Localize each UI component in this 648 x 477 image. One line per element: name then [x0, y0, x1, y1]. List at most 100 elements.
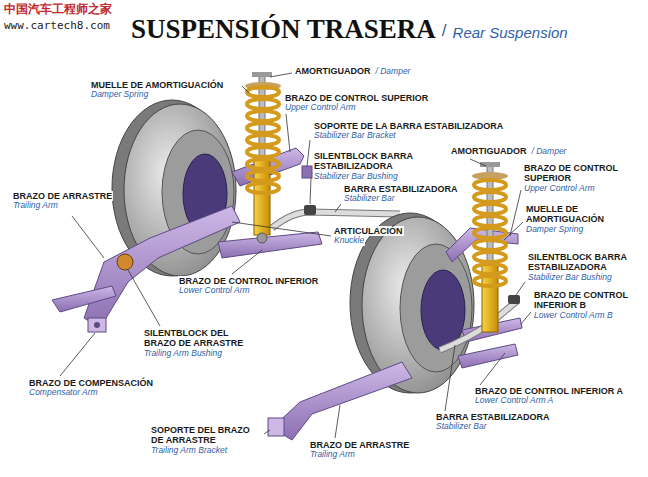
leader-line — [72, 216, 104, 258]
part-name-english: Trailing Arm — [12, 201, 59, 211]
part-name: SILENTBLOCK DEL BRAZO DE ARRASTRE — [143, 328, 257, 349]
spring-coil — [247, 159, 279, 169]
part-name-english: Compensator Arm — [28, 388, 99, 398]
leader-line — [232, 222, 331, 236]
title: SUSPENSIÓN TRASERA — [130, 14, 437, 45]
part-name-english: Damper Spring — [90, 90, 149, 100]
part-name: BRAZO DE CONTROL INFERIOR A — [474, 386, 624, 396]
leader-line — [286, 114, 290, 152]
part-name: MUELLE DE AMORTIGUACIÓN — [90, 80, 224, 90]
leader-line — [128, 270, 160, 326]
damper-spring — [247, 87, 279, 193]
leader-line — [60, 333, 95, 376]
part-name-english: Stabilizer Bar Bushing — [527, 273, 613, 283]
part-name: SOPORTE DE LA BARRA ESTABILIZADORA — [313, 121, 504, 131]
spring-coil — [474, 276, 506, 286]
stabilizer-bushing — [304, 205, 316, 215]
part-name: AMORTIGUADOR — [294, 66, 372, 76]
upper-control-arm — [446, 228, 518, 262]
leader-line — [504, 222, 523, 240]
leader-line — [516, 282, 525, 295]
damper-lower-mount — [257, 233, 267, 243]
part-name-english: Upper Control Arm — [523, 184, 596, 194]
part-name-english: Lower Control Arm A — [474, 396, 554, 406]
part-name: SOPORTE DEL BRAZO DE ARRASTRE — [150, 425, 264, 446]
part-name: BRAZO DE CONTROL SUPERIOR — [523, 163, 633, 184]
part-name: BRAZO DE CONTROL INFERIOR B — [533, 290, 643, 311]
lower-control-arm-a — [458, 344, 518, 368]
part-name: SILENTBLOCK BARRA ESTABILIZADORA — [527, 252, 641, 273]
leader-line — [270, 73, 292, 77]
spring-coil — [474, 180, 506, 190]
compensator-arm — [52, 286, 116, 312]
bolt — [94, 322, 100, 328]
lower-control-arm — [218, 232, 322, 258]
part-name-english: Stabilizer Bar Bushing — [313, 172, 399, 182]
part-name-english: Stabilizer Bar — [435, 422, 488, 432]
stabilizer-bar-outline — [440, 300, 518, 350]
part-name: BRAZO DE ARRASTRE — [309, 440, 410, 450]
part-name: BARRA ESTABILIZADORA — [343, 184, 459, 194]
part-name-english: Stabilizer Bar — [343, 194, 396, 204]
part-name-english: Upper Control Arm — [284, 103, 357, 113]
trailing-arm-bushing — [117, 254, 133, 270]
part-name-english: / Damper — [375, 67, 412, 77]
part-name-english: Damper Spring — [525, 225, 584, 235]
damper-mount — [252, 72, 272, 77]
upper-control-arm — [232, 148, 304, 186]
damper-spring — [474, 180, 506, 286]
compensator-bracket — [88, 318, 106, 332]
spring-coil — [474, 264, 506, 274]
spring-coil — [247, 147, 279, 157]
part-name-english: Knuckle — [333, 236, 365, 246]
title-separator: / — [441, 21, 448, 41]
part-name: BRAZO DE ARRASTRE — [12, 191, 113, 201]
leader-line — [470, 159, 486, 166]
spring-coil — [247, 99, 279, 109]
part-name-english: / Damper — [531, 147, 568, 157]
spring-coil — [474, 240, 506, 250]
part-name: BRAZO DE CONTROL SUPERIOR — [284, 93, 429, 103]
spring-coil — [247, 87, 279, 97]
leader-line — [445, 345, 455, 411]
part-name-english: Trailing Arm Bracket — [150, 446, 228, 456]
watermark: www.cartech8.com — [3, 20, 111, 33]
part-name: BARRA ESTABILIZADORA — [435, 412, 551, 422]
leader-line — [310, 178, 311, 204]
spring-coil — [474, 216, 506, 226]
trailing-arm — [84, 206, 240, 328]
leader-line — [335, 405, 340, 438]
part-name-english: Trailing Arm Bushing — [143, 349, 223, 359]
leader-line — [521, 312, 531, 324]
spring-coil — [474, 192, 506, 202]
watermark: 中国汽车工程师之家 — [3, 3, 113, 17]
stabilizer-bushing — [508, 295, 520, 304]
part-name-english: Lower Control Arm B — [533, 311, 614, 321]
spring-coil — [474, 228, 506, 238]
subtitle: Rear Suspension — [452, 24, 569, 41]
spring-coil — [474, 204, 506, 214]
trailing-arm — [272, 362, 412, 440]
leader-line — [264, 430, 270, 434]
part-name: BRAZO DE CONTROL INFERIOR — [178, 276, 319, 286]
spring-coil — [247, 123, 279, 133]
hub — [421, 270, 465, 350]
stabilizer-bar — [440, 300, 518, 350]
spring-coil — [247, 135, 279, 145]
part-name: MUELLE DE AMORTIGUACIÓN — [525, 204, 622, 225]
leader-line — [242, 86, 249, 93]
part-name-english: Stabilizer Bar Bracket — [313, 131, 397, 141]
leader-line — [232, 250, 262, 274]
spring-coil — [247, 111, 279, 121]
part-name: BRAZO DE COMPENSACIÓN — [28, 378, 154, 388]
part-name: SILENTBLOCK BARRA ESTABILIZADORA — [313, 151, 427, 172]
trailing-arm-bracket — [268, 418, 284, 436]
leader-line — [307, 140, 310, 166]
spring-coil — [247, 183, 279, 193]
part-name-english: Lower Control Arm — [178, 286, 251, 296]
part-name-english: Trailing Arm — [309, 450, 356, 460]
spring-coil — [247, 171, 279, 181]
leader-line — [480, 353, 505, 385]
part-name: ARTICULACIÓN — [333, 226, 404, 236]
